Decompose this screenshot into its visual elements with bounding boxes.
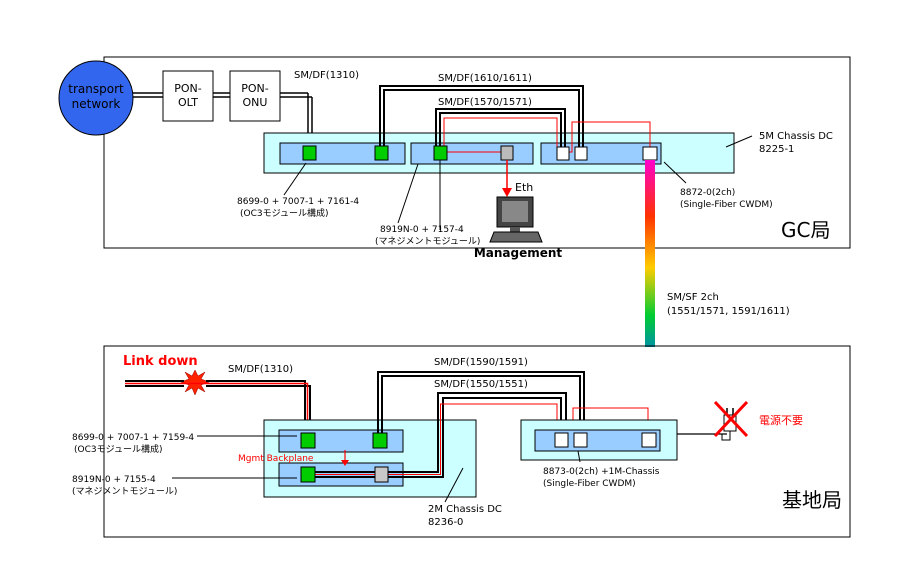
management-label: Management bbox=[474, 246, 563, 260]
base-oc3-label: 8699-0 + 7007-1 + 7159-4 bbox=[72, 433, 194, 443]
gc-cwdm-line-port bbox=[642, 146, 658, 161]
gc-cwdm-label: 8872-0(2ch) bbox=[680, 188, 735, 198]
backplane-label: Mgmt Backplane bbox=[238, 454, 314, 464]
base-cwdm-port-2 bbox=[573, 432, 588, 448]
base-cwdm-port-1 bbox=[554, 432, 569, 448]
gc-mgmt-module bbox=[410, 142, 534, 165]
base-oc3-port-2 bbox=[372, 432, 388, 449]
base-mgmt-port bbox=[300, 466, 316, 483]
base-chassis-model: 8236-0 bbox=[428, 517, 463, 528]
gc-fiber-1610-label: SM/DF(1610/1611) bbox=[438, 73, 532, 84]
base-cwdm-line-port bbox=[641, 432, 657, 448]
gc-mgmt-label: 8919N-0 + 7157-4 bbox=[380, 225, 464, 235]
gc-eth-port bbox=[500, 145, 514, 161]
svg-text:OLT: OLT bbox=[178, 96, 198, 109]
gc-oc3-label-2: (OC3モジュール構成) bbox=[240, 207, 329, 219]
gc-cwdm-port-1 bbox=[556, 146, 570, 161]
transport-network-label-2: network bbox=[72, 97, 121, 111]
base-mgmt-label: 8919N-0 + 7155-4 bbox=[72, 475, 156, 485]
gc-mgmt-port bbox=[433, 145, 448, 161]
no-power-cross-icon bbox=[713, 400, 749, 438]
link-label: SM/SF 2ch bbox=[667, 292, 719, 303]
base-cwdm-label-2: (Single-Fiber CWDM) bbox=[543, 479, 636, 489]
gc-mgmt-label-2: (マネジメントモジュール) bbox=[375, 236, 480, 247]
pon-olt-box bbox=[162, 70, 214, 122]
sm-sf-link bbox=[645, 160, 655, 443]
svg-text:ONU: ONU bbox=[243, 96, 268, 109]
base-oc3-port-1 bbox=[300, 432, 316, 449]
power-not-required-label: 電源不要 bbox=[759, 413, 803, 427]
pon-onu-box bbox=[229, 70, 281, 122]
pon-onu-label: PON- bbox=[241, 82, 269, 95]
base-cwdm-module bbox=[534, 429, 661, 452]
link-down-burst-icon bbox=[180, 369, 210, 396]
base-fiber-1590-label: SM/DF(1590/1591) bbox=[434, 357, 528, 368]
management-pc-icon bbox=[489, 196, 543, 243]
gc-fiber-1310-label: SM/DF(1310) bbox=[294, 70, 359, 81]
base-mgmt-label-2: (マネジメントモジュール) bbox=[72, 486, 177, 497]
base-oc3-label-2: (OC3モジュール構成) bbox=[74, 443, 163, 455]
transport-network-label: transport bbox=[68, 82, 124, 96]
gc-cwdm-port-2 bbox=[574, 146, 588, 161]
gc-chassis-label: 5M Chassis DC bbox=[759, 131, 833, 142]
gc-oc3-port-2 bbox=[374, 145, 389, 161]
base-eth-port bbox=[374, 466, 389, 483]
link-down-label: Link down bbox=[123, 354, 198, 369]
gc-oc3-port-1 bbox=[302, 145, 317, 161]
gc-oc3-label: 8699-0 + 7007-1 + 7161-4 bbox=[237, 197, 359, 207]
gc-cwdm-label-2: (Single-Fiber CWDM) bbox=[680, 200, 773, 210]
base-fiber-1310-label: SM/DF(1310) bbox=[228, 364, 293, 375]
pon-olt-label: PON- bbox=[174, 82, 202, 95]
base-fiber-1550-label: SM/DF(1550/1551) bbox=[434, 379, 528, 390]
gc-cwdm-module bbox=[540, 142, 662, 165]
base-site-box bbox=[103, 345, 851, 538]
base-site-label: 基地局 bbox=[782, 488, 842, 512]
gc-fiber-1570-label: SM/DF(1570/1571) bbox=[438, 97, 532, 108]
transport-network-cloud bbox=[58, 60, 134, 136]
base-cwdm-label: 8873-0(2ch) +1M-Chassis bbox=[543, 467, 660, 477]
gc-site-label: GC局 bbox=[781, 218, 830, 242]
gc-eth-label: Eth bbox=[515, 181, 533, 194]
gc-chassis-model: 8225-1 bbox=[759, 144, 794, 155]
base-chassis-label: 2M Chassis DC bbox=[428, 504, 502, 515]
link-label-2: (1551/1571, 1591/1611) bbox=[667, 306, 790, 317]
